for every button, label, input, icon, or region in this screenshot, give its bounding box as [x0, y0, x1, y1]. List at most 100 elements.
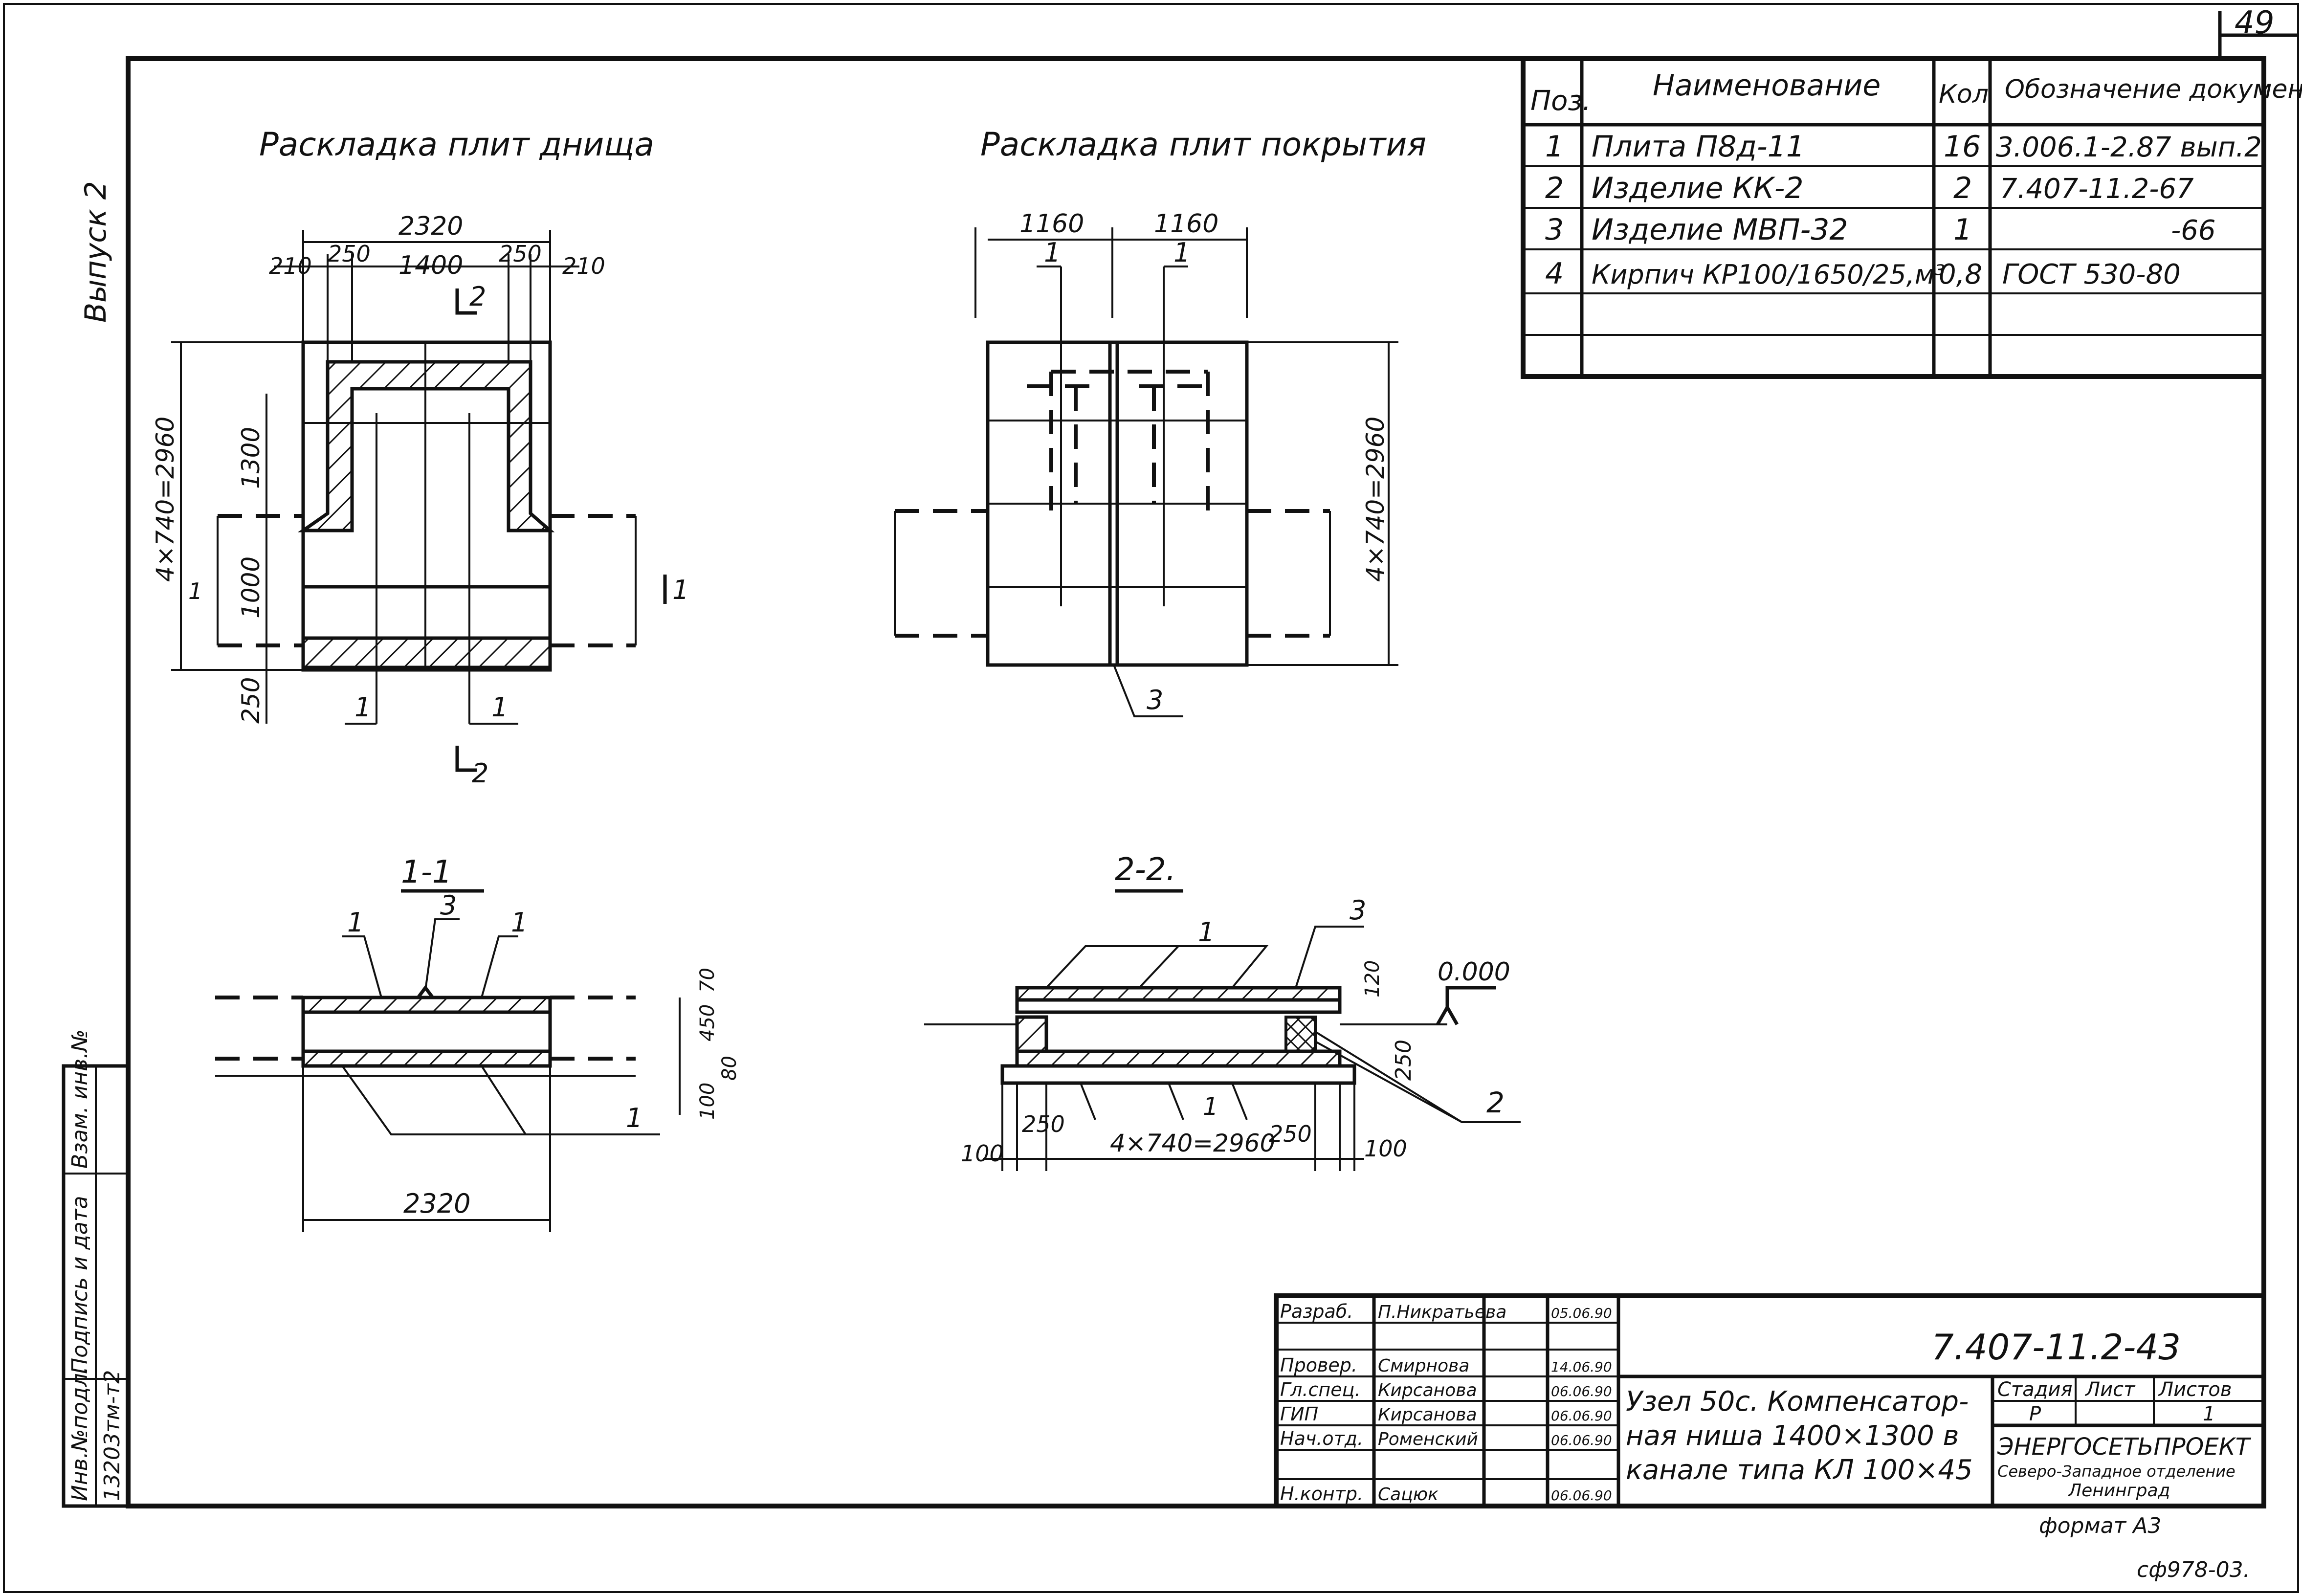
- spec-row4-doc: ГОСТ 530-80: [2002, 259, 2181, 290]
- bottom-view-title: Раскладка плит днища: [259, 126, 654, 163]
- stage-value: Р: [2029, 1403, 2041, 1425]
- spec-row2-name: Изделие КК-2: [1592, 171, 1804, 205]
- sheets-value: 1: [2203, 1403, 2215, 1425]
- s2-dim-100-right: 100: [1364, 1135, 1407, 1162]
- s1-dim-70: 70: [696, 968, 719, 993]
- inv-value: 13203тм-т2: [100, 1370, 125, 1501]
- top-pos1-left: 1: [1044, 237, 1061, 268]
- section-1-1: 1-1 3 1 1 1 70 450 80 100 2320: [215, 854, 741, 1232]
- stage-label: Стадия: [1997, 1378, 2072, 1401]
- spec-row2-qty: 2: [1953, 171, 1972, 205]
- bottom-slab-plan: Раскладка плит днища 2320 210 250 1400 2…: [151, 126, 689, 789]
- inv-podl-label: Инв.№подл.: [67, 1366, 92, 1501]
- sheet-label: Лист: [2084, 1378, 2136, 1401]
- s2-pos1-top: 1: [1198, 917, 1215, 948]
- s1-pos1-left: 1: [347, 907, 364, 938]
- tb-role-5: ГИП: [1280, 1403, 1318, 1425]
- s2-dim-120: 120: [1361, 960, 1384, 998]
- spec-header-pos: Поз.: [1530, 85, 1591, 117]
- s1-dim-2320: 2320: [403, 1188, 470, 1219]
- dim-1160-right: 1160: [1154, 209, 1218, 239]
- dim-250-right: 250: [499, 241, 542, 267]
- top-slab-plan: Раскладка плит покрытия 1160 1160 4×740=…: [894, 126, 1426, 717]
- tb-role-6: Нач.отд.: [1280, 1428, 1363, 1449]
- section-2-2: 2-2. 1 3 2 1 0.000 120 250 100 250 4×740…: [924, 852, 1521, 1171]
- cut2-bottom-label: 2: [472, 758, 488, 789]
- page-number: 49: [2235, 5, 2274, 41]
- s1-dim-80: 80: [718, 1056, 741, 1081]
- section-2-2-title: 2-2.: [1115, 852, 1176, 888]
- tb-name-6: Роменский: [1378, 1429, 1478, 1449]
- spec-row1-name: Плита П8д-11: [1592, 130, 1805, 164]
- s2-pos3: 3: [1350, 895, 1366, 926]
- format-label: формат А3: [2039, 1513, 2161, 1538]
- dim-4x740-top: 4×740=2960: [1361, 417, 1390, 582]
- tb-role-3: Провер.: [1280, 1354, 1357, 1376]
- dim-250-bottom: 250: [237, 677, 265, 724]
- s2-dim-250-right: 250: [1269, 1121, 1312, 1147]
- spec-table: Поз. Наименование Кол Обозначение докуме…: [1521, 56, 2302, 379]
- spec-row3-doc: -66: [2171, 215, 2215, 246]
- s2-dim-250v: 250: [1391, 1040, 1416, 1081]
- description-line-2: ная ниша 1400×1300 в: [1626, 1420, 1959, 1452]
- top-pos3: 3: [1147, 685, 1163, 715]
- side-stamp: Взам. инв.№ Подпись и дата Инв.№подл. 13…: [62, 181, 130, 1508]
- sheet-frames: [3, 3, 2299, 1593]
- dim-210-left: 210: [269, 253, 312, 279]
- tb-role-1: Разраб.: [1280, 1301, 1353, 1322]
- spec-header-name: Наименование: [1653, 68, 1881, 103]
- section-1-1-title: 1-1: [401, 854, 452, 890]
- tb-role-4: Гл.спец.: [1280, 1379, 1361, 1400]
- tb-date-8: 06.06.90: [1551, 1487, 1612, 1504]
- dim-1400: 1400: [398, 251, 463, 280]
- tb-name-1: П.Никратьева: [1378, 1302, 1506, 1322]
- sheets-label: Листов: [2158, 1378, 2232, 1401]
- main-frame: [126, 56, 2266, 1508]
- dim-210-right: 210: [562, 253, 605, 279]
- org-name: ЭНЕРГОСЕТЬПРОЕКТ: [1997, 1433, 2252, 1461]
- cut1-right-label: 1: [672, 575, 689, 605]
- description-line-1: Узел 50с. Компенсатор-: [1626, 1386, 1969, 1418]
- tb-name-3: Смирнова: [1378, 1356, 1469, 1376]
- s2-level: 0.000: [1438, 957, 1510, 987]
- s2-pos2: 2: [1486, 1086, 1505, 1119]
- bottom-pos1-left: 1: [354, 692, 371, 723]
- tb-date-3: 14.06.90: [1551, 1359, 1612, 1375]
- spec-header-doc: Обозначение документа: [2005, 75, 2302, 104]
- vzam-label: Взам. инв.№: [67, 1029, 92, 1169]
- archive-mark: сф978-03.: [2137, 1557, 2250, 1582]
- tb-name-8: Сацюк: [1378, 1485, 1439, 1505]
- s2-pos1-bottom: 1: [1203, 1092, 1218, 1121]
- s1-pos3: 3: [440, 890, 457, 921]
- tb-date-5: 06.06.90: [1551, 1408, 1612, 1424]
- s2-dim-4x740: 4×740=2960: [1110, 1129, 1275, 1157]
- spec-row4-qty: 0,8: [1939, 259, 1982, 290]
- spec-row3-pos: 3: [1545, 213, 1564, 247]
- dim-250-left: 250: [328, 241, 371, 267]
- dim-1160-left: 1160: [1019, 209, 1084, 239]
- spec-header-qty: Кол: [1939, 80, 1989, 109]
- spec-row1-pos: 1: [1545, 130, 1564, 164]
- top-pos1-right: 1: [1173, 237, 1190, 268]
- org-branch: Северо-Западное отделение: [1997, 1462, 2236, 1481]
- spec-row1-doc: 3.006.1-2.87 вып.2: [1996, 132, 2262, 163]
- vypusk-label: Выпуск 2: [79, 181, 113, 323]
- s2-dim-100-left: 100: [961, 1140, 1004, 1167]
- drawing-code: 7.407-11.2-43: [1931, 1327, 2181, 1368]
- spec-row2-doc: 7.407-11.2-67: [2000, 173, 2194, 205]
- tb-date-4: 06.06.90: [1551, 1383, 1612, 1399]
- description-line-3: канале типа КЛ 100×45: [1626, 1454, 1973, 1486]
- org-city: Ленинград: [2067, 1481, 2170, 1501]
- spec-row4-name: Кирпич КР100/1650/25,м³: [1592, 259, 1945, 290]
- tb-date-6: 06.06.90: [1551, 1432, 1612, 1448]
- spec-row4-pos: 4: [1545, 257, 1564, 291]
- spec-row2-pos: 2: [1545, 171, 1564, 205]
- dim-4x740-bottom: 4×740=2960: [151, 417, 179, 582]
- cut1-left-label: 1: [188, 578, 202, 604]
- podpis-label: Подпись и дата: [67, 1196, 92, 1374]
- title-block: Разраб. П.Никратьева 05.06.90 Провер. См…: [1274, 1293, 2266, 1508]
- cut2-top-label: 2: [469, 281, 486, 312]
- tb-name-4: Кирсанова: [1378, 1380, 1477, 1400]
- spec-row3-qty: 1: [1953, 213, 1972, 247]
